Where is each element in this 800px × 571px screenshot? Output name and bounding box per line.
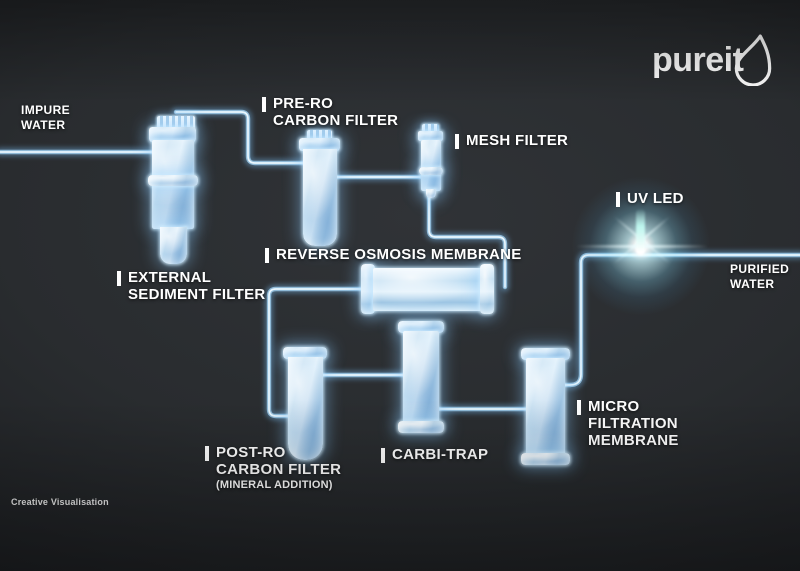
mesh-filter-ring (419, 167, 443, 175)
logo-wordmark: pureit (652, 41, 744, 79)
carbitrap-body (403, 331, 439, 423)
label-micro-filtration-membrane: MICRO FILTRATION MEMBRANE (577, 398, 679, 449)
pureit-logo: pureit (652, 34, 792, 94)
label-carbi-trap: CARBI-TRAP (381, 446, 488, 463)
uv-led-beam (636, 209, 645, 255)
sediment-filter-nub (157, 116, 195, 129)
label-tick (616, 192, 620, 207)
credit-text: Creative Visualisation (11, 497, 109, 507)
mesh-filter-cap (418, 131, 443, 141)
label-uv-led: UV LED (616, 190, 684, 207)
mesh-filter-nozzle (426, 189, 436, 198)
ro-membrane-left-rim (361, 264, 375, 314)
label-tick (577, 400, 581, 415)
microfiltration-top-rim (521, 348, 570, 360)
label-mesh-filter: MESH FILTER (455, 132, 568, 149)
label-post-ro-carbon-filter: POST-RO CARBON FILTER (MINERAL ADDITION) (205, 444, 341, 492)
sediment-filter-ring (148, 175, 198, 186)
postro-filter-rim (283, 347, 327, 359)
ro-membrane-body (373, 268, 482, 311)
label-tick (455, 134, 459, 149)
prero-filter-nub (307, 130, 332, 140)
droplet-icon (734, 34, 772, 86)
carbitrap-bottom-rim (398, 421, 444, 433)
label-tick (205, 446, 209, 461)
label-tick (265, 248, 269, 263)
ro-membrane-right-rim (480, 264, 494, 314)
label-tick (117, 271, 121, 286)
pipe-highlight-layer (0, 111, 800, 417)
label-tick (381, 448, 385, 463)
label-reverse-osmosis-membrane: REVERSE OSMOSIS MEMBRANE (265, 246, 522, 263)
sediment-filter-base (160, 227, 187, 264)
sediment-filter-cap (149, 127, 196, 142)
mesh-filter-body (421, 140, 441, 191)
pipe-body-layer (0, 112, 800, 416)
microfiltration-bottom-rim (521, 453, 570, 465)
microfiltration-body (526, 358, 565, 455)
pipe-glow-layer (0, 112, 800, 416)
prero-filter-body (303, 149, 337, 246)
postro-filter-body (288, 357, 323, 460)
label-tick (262, 97, 266, 112)
carbitrap-top-rim (398, 321, 444, 333)
mesh-filter-nub (422, 124, 439, 132)
prero-filter-cap (299, 138, 340, 151)
